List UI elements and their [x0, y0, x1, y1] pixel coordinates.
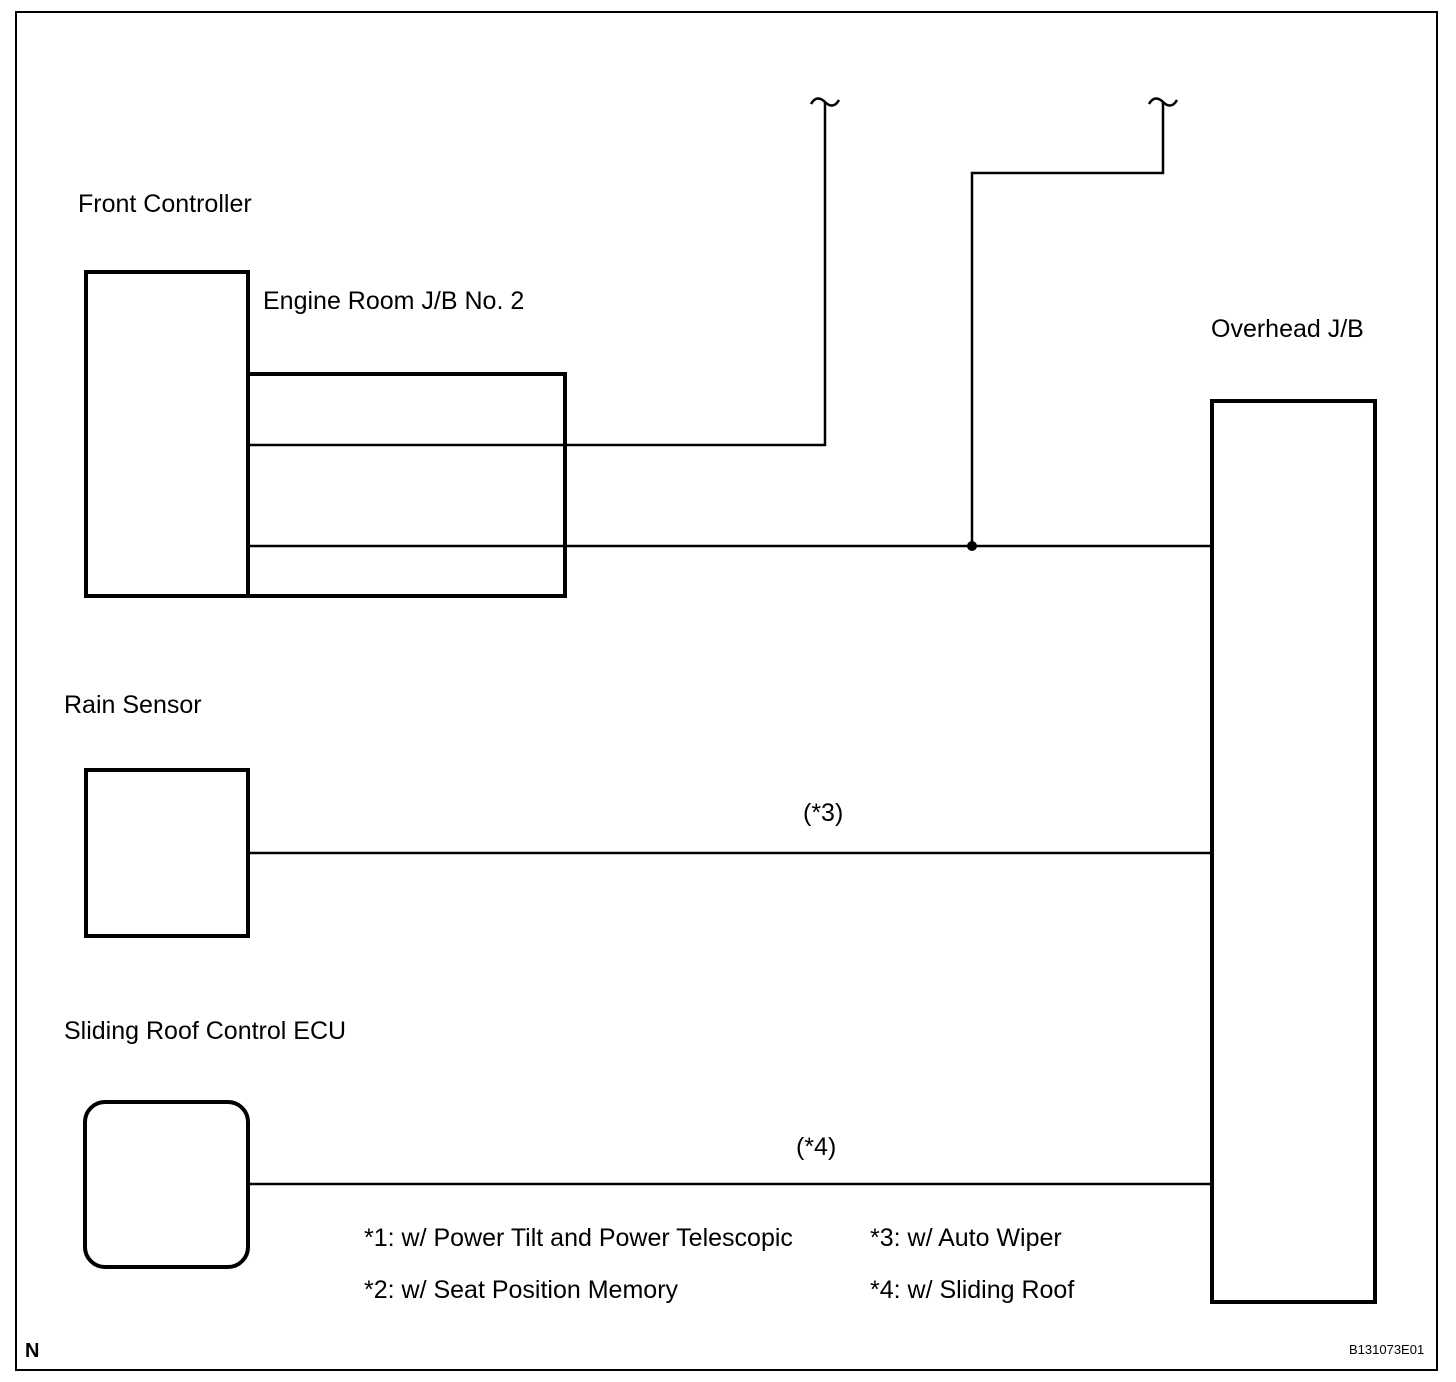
engine-room-jb-label: Engine Room J/B No. 2 — [263, 287, 524, 315]
rain-sensor-label: Rain Sensor — [64, 691, 202, 719]
figure-code: B131073E01 — [1349, 1342, 1424, 1357]
break-mark-left — [809, 97, 841, 107]
sliding-roof-ecu-label: Sliding Roof Control ECU — [64, 1017, 346, 1045]
overhead-jb-box — [1210, 399, 1377, 1304]
sliding-roof-ecu-box — [83, 1100, 250, 1269]
corner-mark: N — [25, 1340, 39, 1362]
junction-dot — [967, 541, 977, 551]
wire-front-controller-upper — [248, 102, 827, 447]
front-controller-box — [84, 270, 250, 598]
note-4: *4: w/ Sliding Roof — [870, 1276, 1074, 1304]
note-1: *1: w/ Power Tilt and Power Telescopic — [364, 1224, 793, 1252]
sliding-roof-wire-label: (*4) — [796, 1133, 836, 1161]
engine-room-jb-box — [246, 372, 567, 598]
note-2: *2: w/ Seat Position Memory — [364, 1276, 679, 1304]
rain-sensor-box — [84, 768, 250, 938]
rain-sensor-wire-label: (*3) — [803, 799, 843, 827]
overhead-jb-label: Overhead J/B — [1211, 315, 1364, 343]
diagram-frame — [15, 11, 1438, 1371]
front-controller-label: Front Controller — [78, 190, 252, 218]
wire-branch-up — [970, 102, 1165, 546]
note-3: *3: w/ Auto Wiper — [870, 1224, 1062, 1252]
break-mark-right — [1147, 97, 1179, 107]
